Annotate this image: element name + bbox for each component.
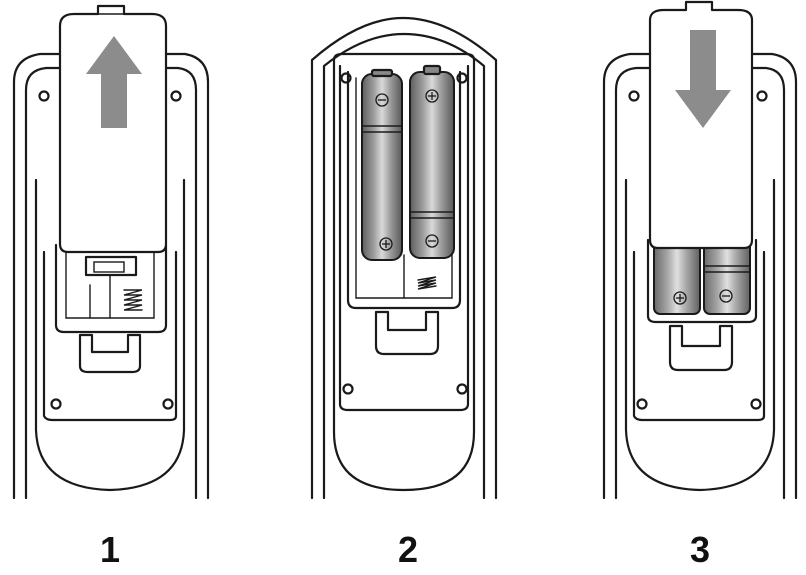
spring-contact (123, 289, 143, 311)
screw-hole (162, 398, 174, 410)
slide-up-arrow-icon (86, 36, 142, 128)
battery-well-frame (646, 238, 758, 324)
cover-latch (374, 310, 440, 356)
slide-down-arrow-icon (675, 30, 731, 128)
screw-hole (456, 383, 468, 395)
battery-contact-plate (84, 255, 138, 277)
plus-icon (673, 291, 687, 305)
screw-hole (342, 383, 354, 395)
battery-well-frame (54, 243, 168, 334)
spring-contact (417, 276, 437, 290)
screw-hole (38, 90, 50, 102)
minus-icon (375, 93, 389, 107)
screw-hole (340, 72, 352, 84)
compartment-lower-frame (632, 250, 766, 422)
compartment-recess (332, 52, 476, 492)
battery-left (361, 68, 403, 261)
battery-cover (58, 4, 168, 254)
step-1-number: 1 (100, 529, 120, 570)
step-2-panel (310, 16, 498, 500)
step-3-number: 3 (690, 529, 710, 570)
screw-hole (756, 90, 768, 102)
battery-left (653, 239, 701, 315)
battery-right (703, 239, 751, 315)
minus-icon (719, 289, 733, 303)
minus-icon (425, 234, 439, 248)
remote-body-outline (310, 16, 498, 500)
screw-hole (170, 90, 182, 102)
battery-contact-tab (93, 261, 125, 273)
battery-well-frame (346, 70, 462, 310)
remote-body-inner-outline (322, 32, 486, 500)
plus-icon (379, 237, 393, 251)
compartment-lower-frame (338, 64, 470, 412)
screw-hole (456, 72, 468, 84)
screw-hole (50, 398, 62, 410)
step-3-panel (602, 0, 798, 500)
compartment-recess (34, 178, 186, 492)
battery-right (409, 64, 455, 259)
cover-latch (78, 333, 142, 374)
cover-latch (668, 324, 734, 372)
screw-hole (628, 90, 640, 102)
compartment-lower-frame (42, 250, 178, 422)
compartment-recess (624, 178, 776, 492)
screw-hole (750, 398, 762, 410)
step-1-panel (12, 4, 210, 500)
step-2-number: 2 (398, 529, 418, 570)
plus-icon (425, 89, 439, 103)
screw-hole (636, 398, 648, 410)
